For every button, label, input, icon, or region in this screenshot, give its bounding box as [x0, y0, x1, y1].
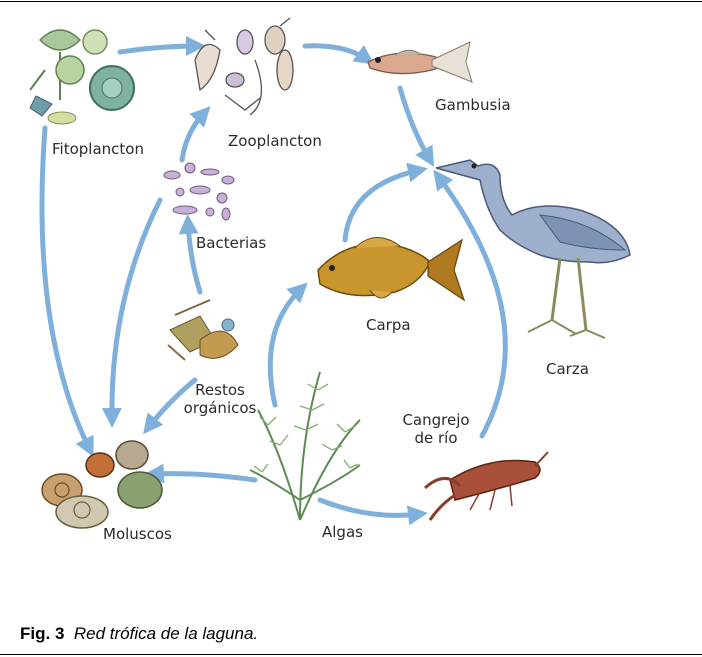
bottom-rule [0, 654, 702, 655]
caption-number: Fig. 3 [20, 624, 64, 643]
label-bacterias: Bacterias [196, 234, 266, 252]
label-carza: Carza [546, 360, 589, 378]
label-zooplancton: Zooplancton [228, 132, 322, 150]
arrow-bacterias-moluscos [112, 200, 160, 420]
arrow-carpa-carza [345, 170, 420, 240]
phytoplankton-icon [30, 30, 134, 124]
zooplankton-icon [195, 18, 293, 115]
label-cangrejo: Cangrejo de río [396, 411, 476, 447]
label-cangrejo-line1: Cangrejo [396, 411, 476, 429]
algae-icon [250, 372, 360, 520]
arrow-fito-moluscos [42, 128, 90, 450]
label-moluscos: Moluscos [103, 525, 172, 543]
gambusia-fish-icon [368, 42, 472, 82]
figure-caption: Fig. 3 Red trófica de la laguna. [20, 624, 258, 644]
food-web-diagram [0, 0, 702, 610]
arrow-fito-zoo [120, 46, 198, 52]
arrow-algas-moluscos [152, 474, 255, 480]
arrow-bacterias-zoo [182, 112, 205, 160]
label-restos-organicos: Restos orgánicos [180, 381, 260, 417]
label-restos-line1: Restos [180, 381, 260, 399]
heron-icon [436, 160, 630, 338]
carp-fish-icon [318, 237, 464, 300]
bacteria-icon [164, 163, 234, 220]
molluscs-icon [42, 441, 162, 528]
arrow-restos-bacterias [188, 222, 200, 292]
caption-text: Red trófica de la laguna. [74, 624, 258, 643]
label-gambusia: Gambusia [435, 96, 511, 114]
organic-remains-icon [168, 300, 238, 360]
label-fitoplancton: Fitoplancton [52, 140, 144, 158]
label-carpa: Carpa [366, 316, 411, 334]
arrow-zoo-gambusia [305, 46, 368, 60]
arrow-gambusia-carza [400, 88, 430, 160]
arrow-algas-carpa [270, 288, 302, 405]
label-algas: Algas [322, 523, 363, 541]
label-cangrejo-line2: de río [396, 429, 476, 447]
crayfish-icon [425, 452, 548, 520]
arrow-algas-cangrejo [320, 500, 420, 515]
label-restos-line2: orgánicos [180, 399, 260, 417]
